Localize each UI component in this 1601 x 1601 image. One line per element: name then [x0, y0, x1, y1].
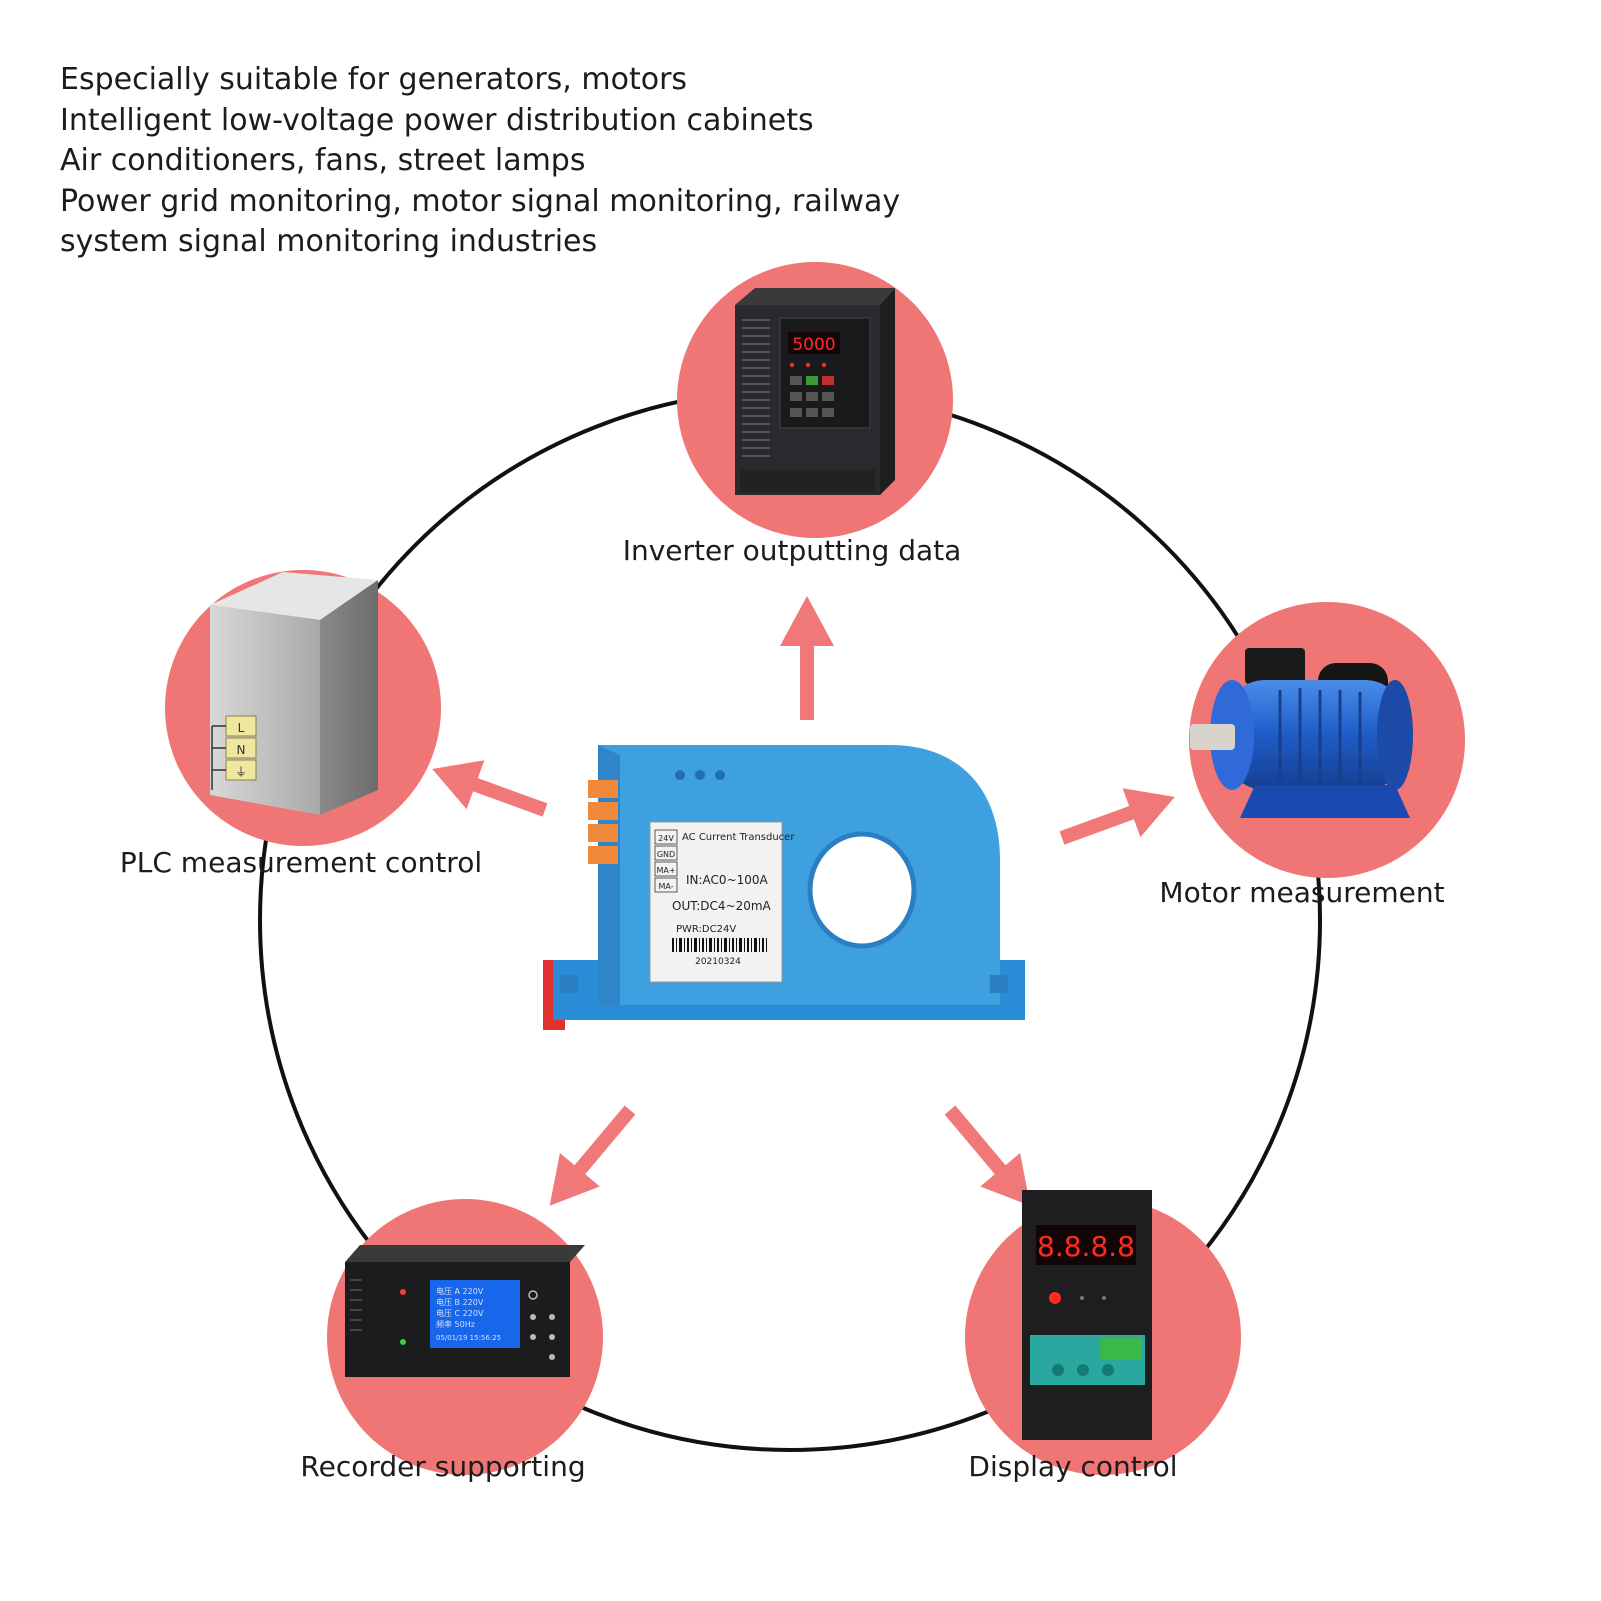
recorder-screen-line: 电压 A 220V [436, 1286, 484, 1296]
arrow-left [432, 760, 548, 817]
device-input: IN:AC0~100A [686, 873, 769, 887]
device-serial: 20210324 [695, 957, 741, 967]
arrow-down-left [549, 1105, 636, 1206]
terminal-label: 24V [658, 834, 674, 843]
recorder-screen-line: 电压 C 220V [436, 1308, 484, 1318]
label-inverter: Inverter outputting data [622, 534, 962, 567]
sensor-hole [810, 834, 914, 946]
terminal-block [588, 780, 618, 798]
plc-terminal-label: L [238, 721, 245, 735]
terminal-block [588, 802, 618, 820]
intro-line: Power grid monitoring, motor signal moni… [60, 183, 901, 219]
display-meter-image: 8.8.8.8 [1022, 1190, 1152, 1440]
recorder-screen-line: 频率 50Hz [436, 1319, 475, 1329]
arrow-right [1059, 788, 1175, 845]
device-output: OUT:DC4~20mA [672, 899, 772, 913]
inverter-image: 5000 [735, 288, 895, 495]
terminal-label: MA- [658, 882, 673, 891]
label-display: Display control [968, 1450, 1178, 1483]
arrow-down-right [944, 1105, 1031, 1206]
terminal-block [588, 824, 618, 842]
label-motor: Motor measurement [1159, 876, 1445, 909]
intro-line: Especially suitable for generators, moto… [60, 62, 688, 97]
label-recorder: Recorder supporting [300, 1450, 586, 1483]
plc-terminal-label: ⏚ [235, 765, 247, 779]
terminal-label: MA+ [656, 866, 675, 875]
terminal-block [588, 846, 618, 864]
device-power: PWR:DC24V [676, 924, 736, 935]
recorder-screen-line: 电压 B 220V [436, 1297, 484, 1307]
device-label [649, 821, 783, 983]
barcode [672, 938, 767, 952]
current-transducer: 24V GND MA+ MA- AC Current Transducer IN… [543, 745, 1025, 1030]
arrows [432, 596, 1175, 1206]
inverter-readout: 5000 [792, 335, 835, 355]
terminal-label: GND [657, 850, 675, 859]
recorder-screen-line: 05/01/19 15:56:25 [436, 1334, 501, 1342]
meter-readout: 8.8.8.8 [1037, 1230, 1135, 1263]
recorder-image: 电压 A 220V 电压 B 220V 电压 C 220V 频率 50Hz 05… [345, 1245, 585, 1377]
plc-cabinet-image: L N ⏚ [210, 572, 378, 815]
intro-line: Intelligent low-voltage power distributi… [60, 102, 814, 138]
arrow-up [780, 596, 834, 720]
device-title: AC Current Transducer [682, 832, 795, 843]
label-plc: PLC measurement control [119, 846, 483, 879]
intro-text: Especially suitable for generators, moto… [60, 60, 1060, 263]
intro-line: system signal monitoring industries [60, 224, 598, 259]
intro-line: Air conditioners, fans, street lamps [60, 143, 586, 178]
plc-terminal-label: N [237, 743, 246, 757]
motor-image [1190, 648, 1413, 818]
